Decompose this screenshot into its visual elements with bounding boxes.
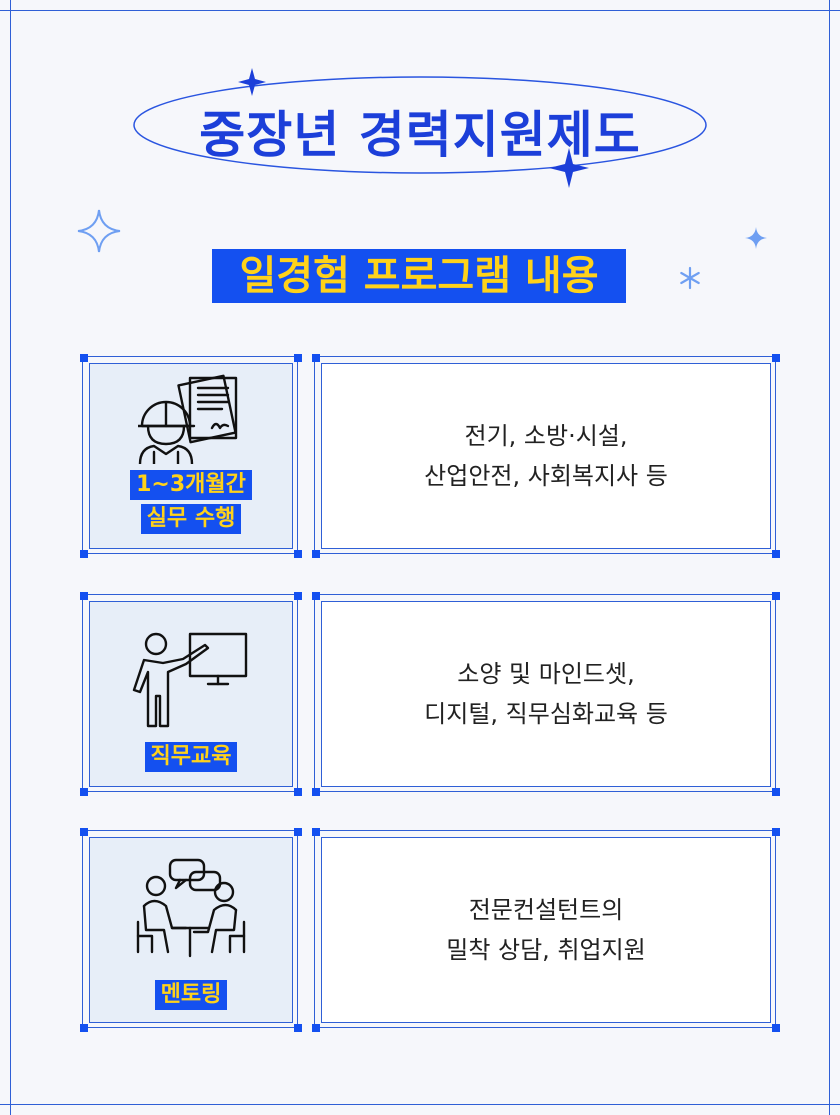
mentoring-conversation-icon <box>136 858 246 958</box>
title-ellipse-decoration <box>133 68 707 188</box>
guide-line-bottom <box>0 1104 840 1105</box>
description-line: 전문컨설턴트의 <box>468 896 624 924</box>
asterisk-icon <box>680 266 700 290</box>
page-title: 중장년 경력지원제도 <box>199 106 641 164</box>
presenter-at-board-icon <box>132 632 248 728</box>
program-label: 멘토링 <box>80 980 302 1010</box>
description-line: 소양 및 마인드셋, <box>457 660 635 688</box>
description-line: 산업안전, 사회복지사 등 <box>424 462 668 490</box>
program-desc-box <box>312 828 780 1032</box>
guide-line-top <box>0 10 840 11</box>
sparkle-icon <box>77 209 121 253</box>
program-description: 소양 및 마인드셋, 디지털, 직무심화교육 등 <box>312 592 780 796</box>
program-desc-box <box>312 354 780 558</box>
program-row-mentoring: 멘토링 전문컨설턴트의 밀착 상담, 취업지원 <box>80 828 780 1032</box>
program-row-training: 직무교육 소양 및 마인드셋, 디지털, 직무심화교육 등 <box>80 592 780 796</box>
program-label-line: 1~3개월간 <box>130 470 252 500</box>
program-description: 전문컨설턴트의 밀착 상담, 취업지원 <box>312 828 780 1032</box>
program-label-box: 멘토링 <box>80 828 302 1032</box>
program-label-line: 직무교육 <box>144 742 238 772</box>
program-label-line: 멘토링 <box>154 980 228 1010</box>
worker-with-documents-icon <box>138 374 238 464</box>
description-line: 밀착 상담, 취업지원 <box>446 936 646 964</box>
program-subtitle: 일경험 프로그램 내용 <box>212 249 626 303</box>
program-label-line: 실무 수행 <box>140 504 242 534</box>
program-label: 직무교육 <box>80 742 302 772</box>
description-line: 전기, 소방·시설, <box>464 422 628 450</box>
program-description: 전기, 소방·시설, 산업안전, 사회복지사 등 <box>312 354 780 558</box>
program-label: 1~3개월간 실무 수행 <box>80 470 302 534</box>
sparkle-icon <box>745 227 767 249</box>
program-label-box: 직무교육 <box>80 592 302 796</box>
program-label-box: 1~3개월간 실무 수행 <box>80 354 302 558</box>
program-desc-box <box>312 592 780 796</box>
program-row-work: 1~3개월간 실무 수행 전기, 소방·시설, 산업안전, 사회복지사 등 <box>80 354 780 558</box>
guide-line-right <box>829 0 830 1115</box>
guide-line-left <box>10 0 11 1115</box>
description-line: 디지털, 직무심화교육 등 <box>424 700 668 728</box>
